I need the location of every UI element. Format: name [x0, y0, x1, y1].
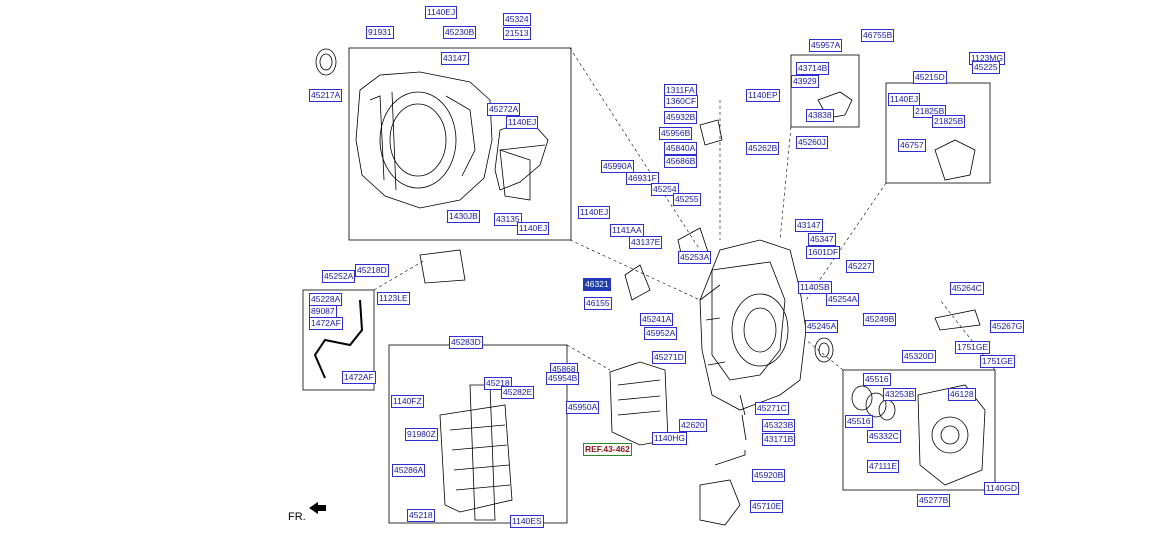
part-label-43147[interactable]: 43147 [441, 52, 469, 65]
part-label-1140ep[interactable]: 1140EP [746, 89, 780, 102]
part-label-45218d[interactable]: 45218D [355, 264, 389, 277]
part-label-1140sb[interactable]: 1140SB [798, 281, 832, 294]
part-label-45324[interactable]: 45324 [503, 13, 531, 26]
part-label-91980z[interactable]: 91980Z [405, 428, 438, 441]
part-label-1140ej[interactable]: 1140EJ [517, 222, 550, 235]
part-label-45241a[interactable]: 45241A [640, 313, 674, 326]
part-label-1360cf[interactable]: 1360CF [664, 95, 699, 108]
part-label-45286a[interactable]: 45286A [392, 464, 426, 477]
part-label-46155[interactable]: 46155 [584, 297, 612, 310]
part-label-45245a[interactable]: 45245A [805, 320, 839, 333]
part-label-45957a[interactable]: 45957A [809, 39, 843, 52]
part-label-45347[interactable]: 45347 [808, 233, 836, 246]
part-label-1140ej[interactable]: 1140EJ [506, 116, 539, 129]
part-label-45215d[interactable]: 45215D [913, 71, 947, 84]
part-label-45282e[interactable]: 45282E [501, 386, 535, 399]
part-label-46128[interactable]: 46128 [948, 388, 976, 401]
part-label-1140ej[interactable]: 1140EJ [425, 6, 458, 19]
part-label-1751ge[interactable]: 1751GE [955, 341, 991, 354]
part-label-45320d[interactable]: 45320D [902, 350, 936, 363]
part-label-45254a[interactable]: 45254A [826, 293, 860, 306]
part-label-45271c[interactable]: 45271C [755, 402, 789, 415]
part-label-45230b[interactable]: 45230B [443, 26, 477, 39]
part-label-46755b[interactable]: 46755B [861, 29, 895, 42]
part-label-45323b[interactable]: 45323B [762, 419, 796, 432]
part-label-45277b[interactable]: 45277B [917, 494, 951, 507]
part-label-1751ge[interactable]: 1751GE [980, 355, 1016, 368]
part-label-45253a[interactable]: 45253A [678, 251, 712, 264]
part-label-45262b[interactable]: 45262B [746, 142, 780, 155]
part-label-1601df[interactable]: 1601DF [806, 246, 841, 259]
part-label-43171b[interactable]: 43171B [762, 433, 796, 446]
part-label-45217a[interactable]: 45217A [309, 89, 343, 102]
part-label-45271d[interactable]: 45271D [652, 351, 686, 364]
part-label-1140ej[interactable]: 1140EJ [578, 206, 611, 219]
part-label-43135[interactable]: 43135 [494, 213, 522, 226]
part-label-45990a[interactable]: 45990A [601, 160, 635, 173]
part-label-46321-highlighted[interactable]: 46321 [583, 278, 611, 291]
ref-link-43-462[interactable]: REF.43-462 [583, 443, 632, 456]
part-label-42620[interactable]: 42620 [679, 419, 707, 432]
part-label-1123le[interactable]: 1123LE [377, 292, 410, 305]
part-label-45950a[interactable]: 45950A [566, 401, 600, 414]
part-label-45255[interactable]: 45255 [673, 193, 701, 206]
part-label-1472af[interactable]: 1472AF [342, 371, 376, 384]
part-label-45254[interactable]: 45254 [651, 183, 679, 196]
part-label-45954b[interactable]: 45954B [546, 372, 580, 385]
part-label-21825b[interactable]: 21825B [913, 105, 947, 118]
part-label-45686b[interactable]: 45686B [664, 155, 698, 168]
part-label-47111e[interactable]: 47111E [867, 460, 900, 473]
hose-group-box [302, 289, 375, 391]
part-label-43137e[interactable]: 43137E [629, 236, 663, 249]
part-label-91931[interactable]: 91931 [366, 26, 394, 39]
part-label-1472af[interactable]: 1472AF [309, 317, 343, 330]
front-marker-text: FR. [288, 511, 306, 523]
part-label-1140gd[interactable]: 1140GD [984, 482, 1020, 495]
part-label-46931f[interactable]: 46931F [626, 172, 659, 185]
part-label-45225[interactable]: 45225 [972, 61, 1000, 74]
part-label-1141aa[interactable]: 1141AA [610, 224, 644, 237]
part-label-45956b[interactable]: 45956B [659, 127, 693, 140]
part-label-1140es[interactable]: 1140ES [510, 515, 544, 528]
part-label-45332c[interactable]: 45332C [867, 430, 901, 443]
part-label-45840a[interactable]: 45840A [664, 142, 698, 155]
part-label-21825b[interactable]: 21825B [932, 115, 966, 128]
part-label-45260j[interactable]: 45260J [796, 136, 828, 149]
housing-group-box [348, 47, 572, 241]
part-label-1140fz[interactable]: 1140FZ [391, 395, 424, 408]
part-label-45264c[interactable]: 45264C [950, 282, 984, 295]
part-label-45920b[interactable]: 45920B [752, 469, 786, 482]
part-label-43147[interactable]: 43147 [795, 219, 823, 232]
part-label-45272a[interactable]: 45272A [487, 103, 521, 116]
part-label-45710e[interactable]: 45710E [750, 500, 784, 513]
part-label-1430jb[interactable]: 1430JB [447, 210, 480, 223]
part-label-43929[interactable]: 43929 [791, 75, 819, 88]
part-label-45283d[interactable]: 45283D [449, 336, 483, 349]
part-label-21513[interactable]: 21513 [503, 27, 531, 40]
shift-lever-group-box [790, 54, 860, 128]
part-label-45267g[interactable]: 45267G [990, 320, 1025, 333]
front-marker: FR. [288, 511, 306, 523]
part-label-43714b[interactable]: 43714B [796, 62, 830, 75]
part-label-45516[interactable]: 45516 [863, 373, 891, 386]
part-label-45227[interactable]: 45227 [846, 260, 874, 273]
part-label-46757[interactable]: 46757 [898, 139, 926, 152]
part-label-45218[interactable]: 45218 [407, 509, 435, 522]
part-label-45252a[interactable]: 45252A [322, 270, 356, 283]
part-label-45516[interactable]: 45516 [845, 415, 873, 428]
part-label-1140hg[interactable]: 1140HG [652, 432, 688, 445]
part-label-43253b[interactable]: 43253B [883, 388, 917, 401]
cover-group-box [842, 369, 996, 491]
part-label-45952a[interactable]: 45952A [644, 327, 678, 340]
part-label-45932b[interactable]: 45932B [664, 111, 698, 124]
part-label-1140ej[interactable]: 1140EJ [888, 93, 921, 106]
part-label-43838[interactable]: 43838 [806, 109, 834, 122]
part-label-45249b[interactable]: 45249B [863, 313, 897, 326]
